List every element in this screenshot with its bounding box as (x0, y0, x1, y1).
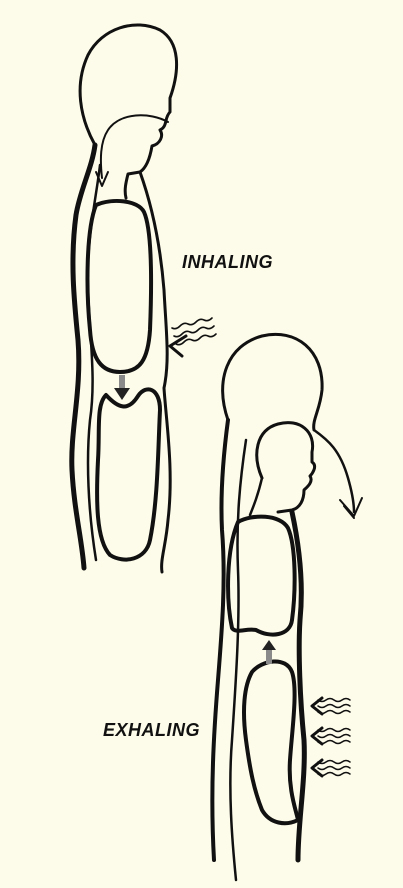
exhale-outer-head (223, 334, 322, 430)
exhale-neck-line (250, 478, 262, 515)
exhale-back-outer (212, 420, 228, 860)
inhale-abdomen-cavity (97, 389, 160, 559)
exhale-abdomen-cavity (244, 661, 298, 823)
exhale-spine-inner (230, 440, 246, 880)
inhaling-figure (72, 25, 216, 572)
exhale-push-arrow-3 (312, 760, 350, 776)
inhaling-label: INHALING (182, 252, 273, 273)
inhale-chest-cavity (88, 201, 152, 372)
exhale-airflow-arrowhead (340, 498, 362, 518)
inhale-diaphragm-down-arrow (114, 375, 130, 400)
exhaling-label: EXHALING (103, 720, 200, 741)
exhale-airflow-path (314, 430, 354, 512)
exhale-push-arrow-2 (312, 728, 350, 744)
exhale-push-arrow-1 (312, 698, 350, 714)
exhaling-figure (212, 334, 362, 880)
inhale-airflow-path (101, 115, 168, 178)
inhale-head-outline (80, 25, 176, 198)
inhale-air-in-arrow (170, 318, 216, 356)
exhale-face-profile (257, 423, 315, 512)
